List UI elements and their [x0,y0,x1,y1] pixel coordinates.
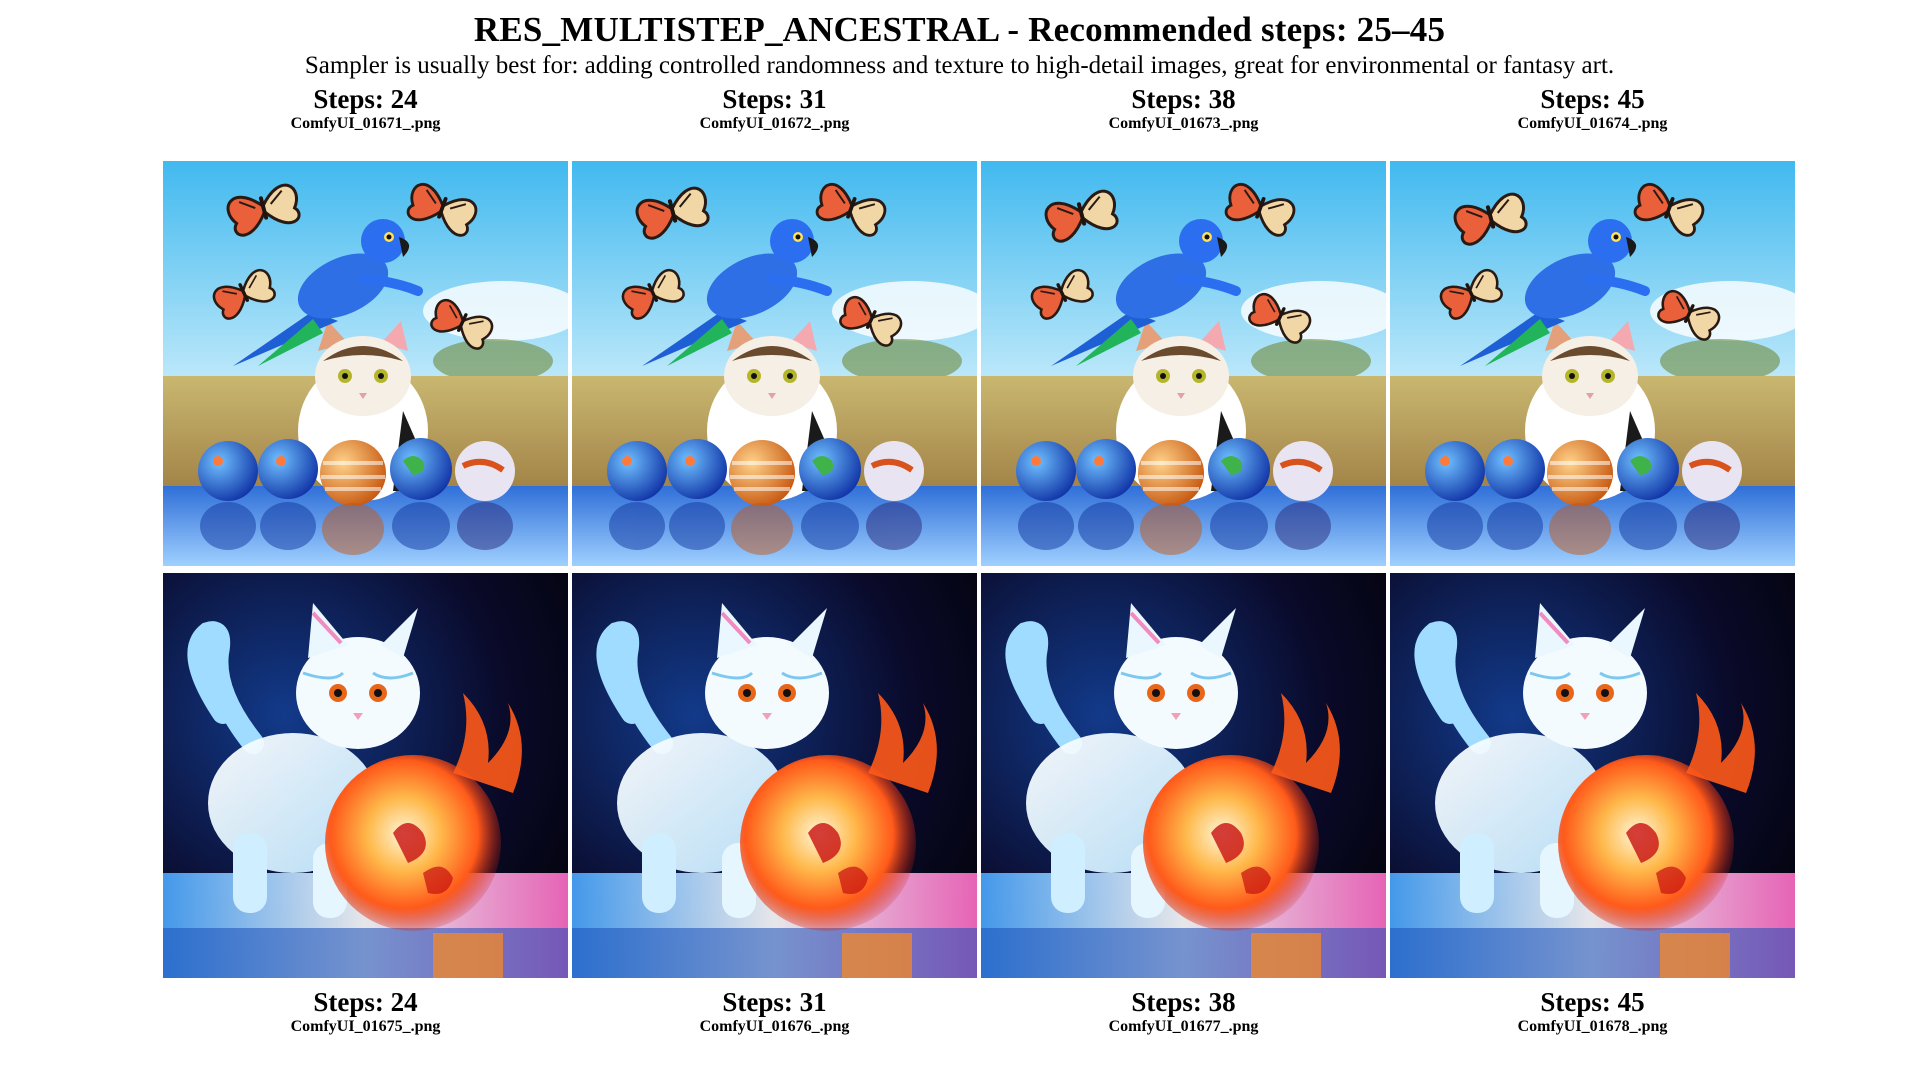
parrot [1051,219,1241,366]
steps-label: Steps: 38 [1131,84,1236,114]
parrot [233,219,423,366]
page-subtitle: Sampler is usually best for: adding cont… [304,52,1615,79]
steps-label: Steps: 38 [1131,987,1236,1017]
butterfly [1439,268,1503,320]
filename-label: ComfyUI_01676_.png [699,1018,850,1035]
butterfly [430,298,494,350]
steps-label: Steps: 45 [1540,84,1645,114]
generated-image-ice-cat[interactable] [981,573,1386,978]
reflections [1018,502,1331,555]
fireball [325,693,522,931]
butterfly [406,183,478,237]
butterfly [621,268,685,320]
steps-label: Steps: 31 [722,84,827,114]
generated-image-parrot-cat[interactable] [1390,161,1795,566]
caption-r1c4: Steps: 45 ComfyUI_01674_.png [1390,84,1795,134]
caption-r2c2: Steps: 31 ComfyUI_01676_.png [572,987,977,1037]
caption-r2c3: Steps: 38 ComfyUI_01677_.png [981,987,1386,1037]
caption-r1c3: Steps: 38 ComfyUI_01673_.png [981,84,1386,134]
fireball [1558,693,1755,931]
page-title: RES_MULTISTEP_ANCESTRAL - Recommended st… [473,10,1446,49]
steps-label: Steps: 24 [313,84,418,114]
butterfly [839,295,903,347]
image-grid: Steps: 24 ComfyUI_01671_.png Steps: 31 C… [163,0,1795,1079]
reflections [200,502,513,555]
reflections [1427,502,1740,555]
filename-label: ComfyUI_01675_.png [290,1018,441,1035]
butterfly [1030,268,1094,320]
butterfly [212,268,276,320]
fireball [740,693,937,931]
generated-image-parrot-cat[interactable] [163,161,568,566]
butterfly [1248,292,1312,344]
steps-label: Steps: 31 [722,987,827,1017]
marbles [198,438,515,506]
filename-label: ComfyUI_01671_.png [290,115,441,132]
marbles [607,438,924,506]
marbles [1425,438,1742,506]
butterfly [815,183,887,237]
marbles [1016,438,1333,506]
filename-label: ComfyUI_01677_.png [1108,1018,1259,1035]
generated-image-ice-cat[interactable] [163,573,568,978]
caption-r1c1: Steps: 24 ComfyUI_01671_.png [163,84,568,134]
generated-image-ice-cat[interactable] [1390,573,1795,978]
caption-r2c1: Steps: 24 ComfyUI_01675_.png [163,987,568,1037]
generated-image-ice-cat[interactable] [572,573,977,978]
butterfly [1633,183,1705,237]
filename-label: ComfyUI_01674_.png [1517,115,1668,132]
generated-image-parrot-cat[interactable] [981,161,1386,566]
parrot [1460,219,1650,366]
reflections [609,502,922,555]
parrot [642,219,832,366]
butterfly [1044,189,1119,243]
filename-label: ComfyUI_01673_.png [1108,115,1259,132]
steps-label: Steps: 24 [313,987,418,1017]
butterfly [226,183,301,237]
butterfly [635,186,710,240]
caption-r1c2: Steps: 31 ComfyUI_01672_.png [572,84,977,134]
fireball [1143,693,1340,931]
filename-label: ComfyUI_01672_.png [699,115,850,132]
filename-label: ComfyUI_01678_.png [1517,1018,1668,1035]
butterfly [1657,289,1721,341]
caption-r2c4: Steps: 45 ComfyUI_01678_.png [1390,987,1795,1037]
butterfly [1453,192,1528,246]
steps-label: Steps: 45 [1540,987,1645,1017]
generated-image-parrot-cat[interactable] [572,161,977,566]
butterfly [1224,183,1296,237]
